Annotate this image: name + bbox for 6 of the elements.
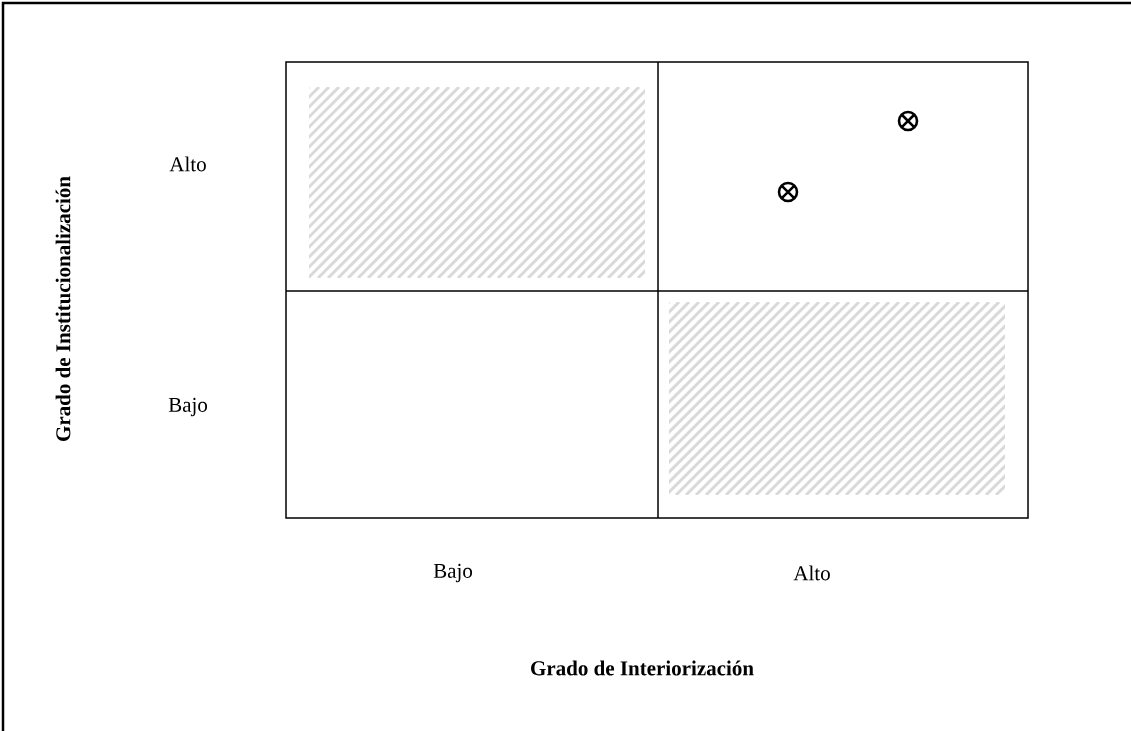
axis-title: Grado de Institucionalización: [55, 176, 71, 441]
row-label: Bajo: [168, 397, 208, 417]
column-label: Bajo: [433, 563, 473, 583]
axis-title: Grado de Interiorización: [531, 660, 754, 676]
row-label: Alto: [169, 156, 206, 172]
column-label: Alto: [793, 565, 830, 581]
